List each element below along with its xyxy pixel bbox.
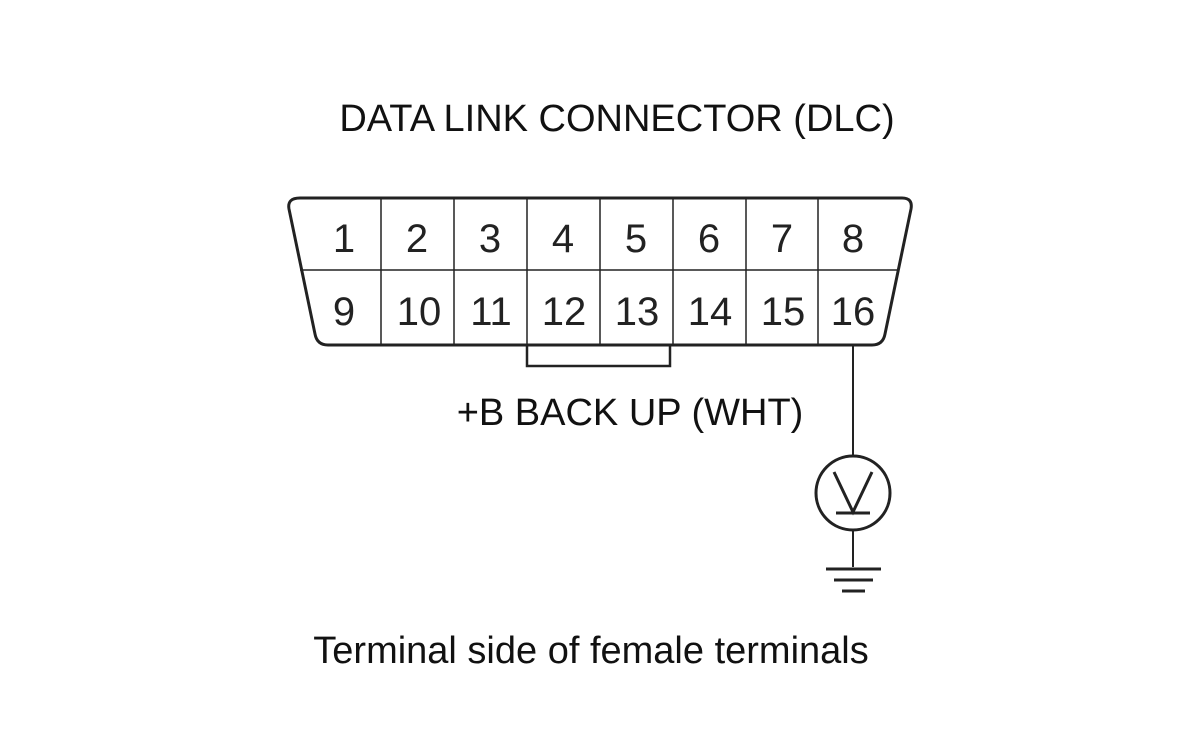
voltmeter-icon: V <box>814 454 892 532</box>
pin-13-label: 13 <box>615 290 660 334</box>
pin-3-label: 3 <box>479 217 501 261</box>
pin-5-label: 5 <box>625 217 647 261</box>
ground-icon <box>826 567 881 593</box>
pin-8-label: 8 <box>842 217 864 261</box>
pin-10-label: 10 <box>397 290 442 334</box>
wire-label: +B BACK UP (WHT) <box>457 392 804 434</box>
column-dividers <box>380 199 819 344</box>
pin-7-label: 7 <box>771 217 793 261</box>
pin-14-label: 14 <box>688 290 733 334</box>
pin-12-label: 12 <box>542 290 587 334</box>
meter-symbol-text: V <box>853 492 854 494</box>
pin-4-label: 4 <box>552 217 574 261</box>
pin-6-label: 6 <box>698 217 720 261</box>
pin-11-label: 11 <box>470 290 512 334</box>
diagram-caption: Terminal side of female terminals <box>313 630 868 672</box>
pin-1-label: 1 <box>333 217 355 261</box>
top-row-pins: 1 2 3 4 5 6 7 8 <box>333 217 864 261</box>
connector-key-tab <box>525 345 672 368</box>
pin-16-label: 16 <box>831 290 876 334</box>
pin-9-label: 9 <box>333 290 355 334</box>
connector-outline <box>287 196 913 347</box>
diagram-title: DATA LINK CONNECTOR (DLC) <box>339 98 894 140</box>
pin-2-label: 2 <box>406 217 428 261</box>
pin-15-label: 15 <box>761 290 806 334</box>
bottom-row-pins: 9 10 11 12 13 14 15 16 <box>333 290 875 334</box>
